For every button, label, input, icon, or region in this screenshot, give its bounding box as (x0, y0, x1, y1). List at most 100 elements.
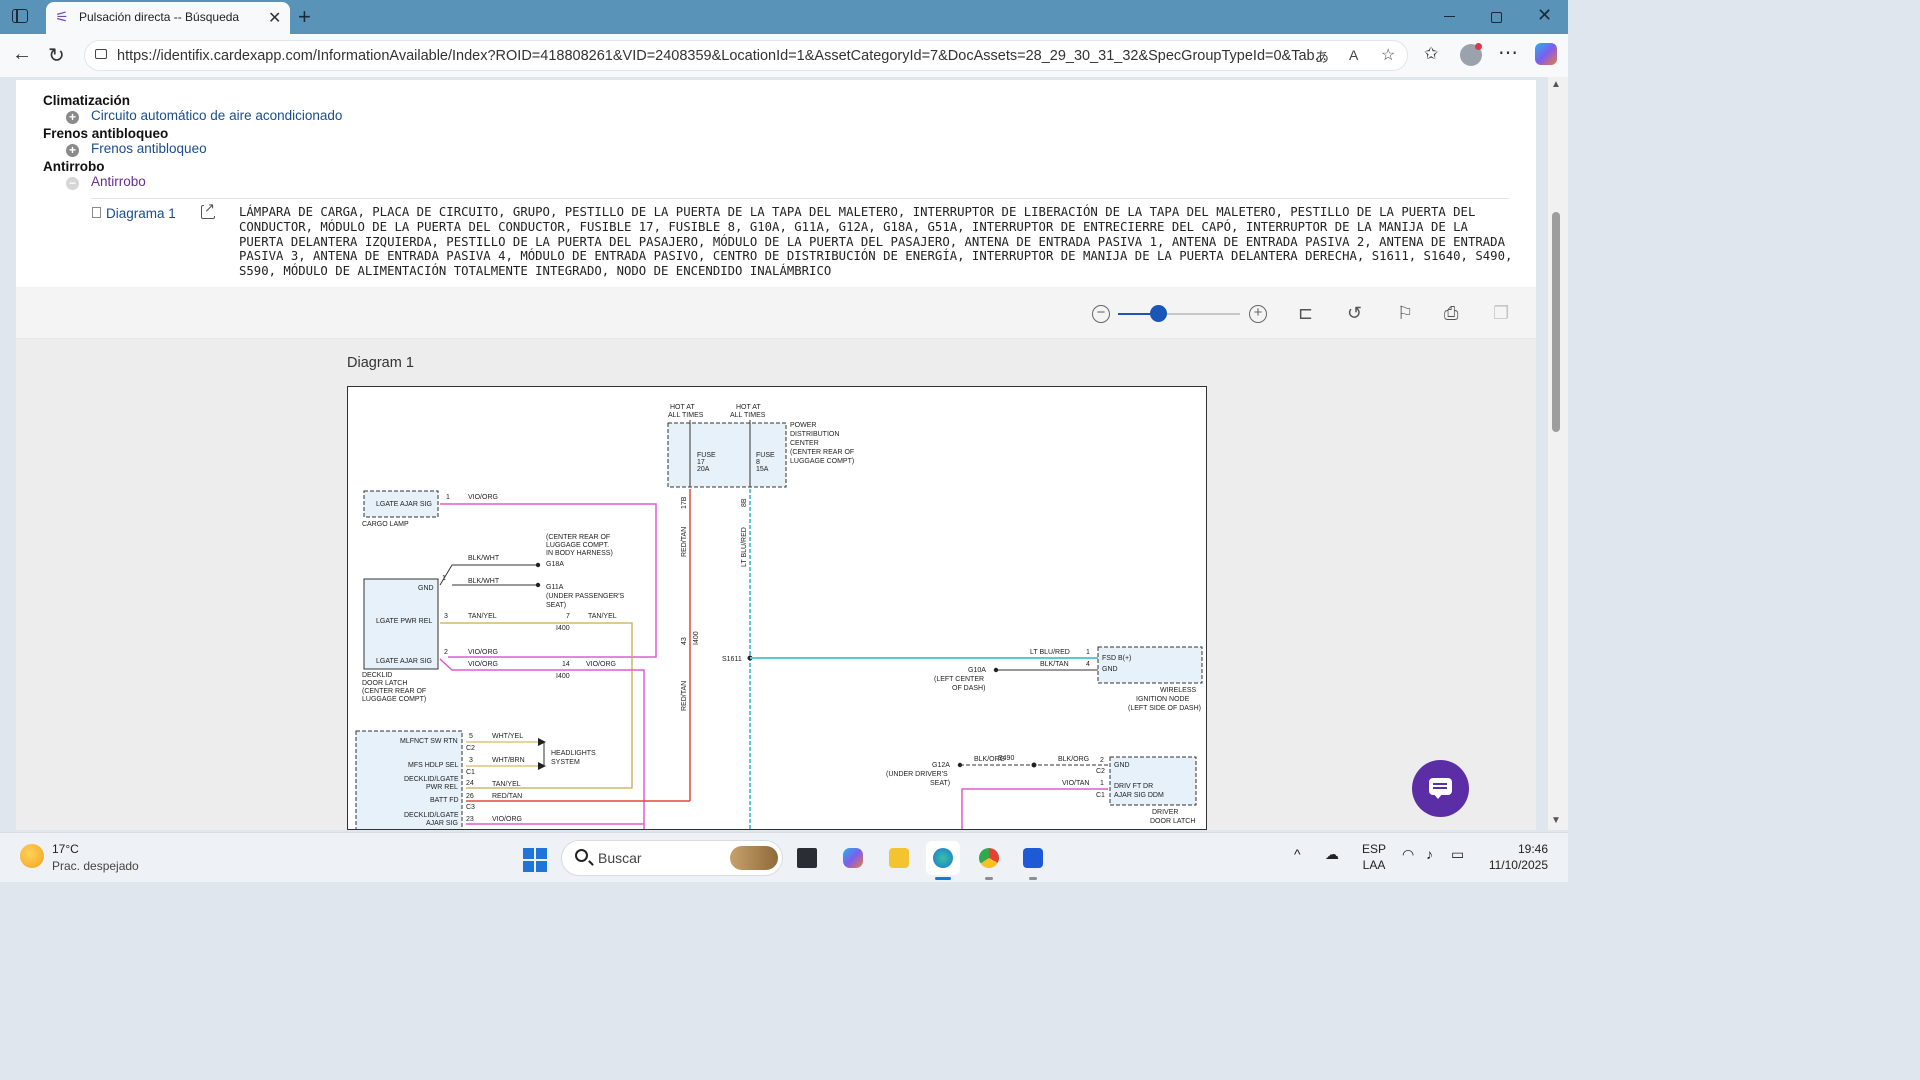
wire-label: LT BLU/RED (741, 527, 748, 567)
url-text[interactable]: https://identifix.cardexapp.com/Informat… (117, 48, 1327, 64)
diagram-title: Diagram 1 (347, 355, 414, 371)
wifi-icon[interactable]: ◠ (1402, 846, 1415, 862)
viewer-toolbar: − + ⊏ ↺ ⚐ ⎙ ❐ (16, 287, 1536, 339)
wire-label: RED/TAN (492, 793, 522, 800)
site-info-icon[interactable] (95, 49, 107, 59)
driver-latch-box (1109, 756, 1197, 806)
cloud-offline-icon[interactable]: ☁ (1325, 846, 1339, 862)
wire-label: RED/TAN (681, 681, 688, 711)
print-icon[interactable]: ⎙ (1444, 303, 1459, 323)
close-tab-icon[interactable]: ✕ (268, 10, 282, 27)
show-hidden-icons[interactable]: ^ (1294, 846, 1301, 862)
back-icon[interactable]: ← (12, 43, 32, 65)
zoom-slider-thumb[interactable] (1150, 305, 1168, 322)
weather-desc[interactable]: Prac. despejado (52, 859, 139, 873)
expand-icon[interactable]: + (66, 144, 79, 157)
open-external-icon[interactable] (201, 200, 215, 219)
scroll-down-icon[interactable]: ▼ (1551, 815, 1561, 826)
expand-icon[interactable]: + (66, 111, 79, 124)
ground-note: G18A (546, 561, 564, 568)
maximize-icon[interactable] (1491, 12, 1502, 23)
copilot-icon[interactable] (1535, 43, 1557, 65)
tab-active[interactable]: ⚟ Pulsación directa -- Búsqueda ✕ (46, 2, 290, 34)
lang-primary: ESP (1362, 842, 1387, 856)
fuse-label: FUSE (756, 452, 775, 459)
component-label: AJAR SIG (426, 820, 458, 827)
category-antirrobo: Antirrobo (43, 159, 105, 174)
pin-label: 1 (1086, 649, 1090, 656)
read-aloud-icon[interactable]: A (1349, 47, 1359, 63)
battery-icon[interactable]: ▭ (1451, 846, 1465, 862)
copilot-app-icon[interactable] (836, 841, 870, 875)
ground-note: G11A (546, 584, 564, 591)
pin-label: 23 (466, 816, 474, 823)
pin-label: 3 (469, 757, 473, 764)
wire-label: VIO/ORG (468, 649, 498, 656)
connector-label: I400 (556, 673, 570, 680)
scrollbar-thumb[interactable] (1552, 212, 1560, 432)
favorites-icon[interactable]: ✩ (1424, 44, 1439, 63)
collapse-icon[interactable]: − (66, 177, 79, 190)
chat-icon (1433, 783, 1447, 789)
system-clock[interactable]: 19:46 11/10/2025 (1484, 841, 1548, 873)
rotate-icon[interactable]: ↺ (1347, 303, 1363, 323)
running-indicator (1029, 877, 1037, 880)
ground-note: (UNDER DRIVER'S (886, 771, 948, 778)
ground-note: G10A (968, 667, 986, 674)
component-label: MLFNCT SW RTN (400, 738, 458, 745)
app-icon[interactable] (1016, 841, 1050, 875)
minimize-icon[interactable] (1444, 16, 1455, 18)
refresh-icon[interactable]: ↻ (48, 45, 65, 67)
more-icon[interactable]: ⋯ (1498, 42, 1518, 64)
component-label: DECKLID/LGATE (404, 812, 459, 819)
hot-label: ALL TIMES (668, 412, 704, 419)
fuse-number: 17 (697, 459, 705, 466)
zoom-in-icon[interactable]: + (1249, 305, 1267, 323)
tab-title: Pulsación directa -- Búsqueda (79, 10, 240, 24)
link-antirrobo[interactable]: Antirrobo (91, 174, 146, 189)
chrome-icon[interactable] (972, 841, 1006, 875)
diagram-viewer: − + ⊏ ↺ ⚐ ⎙ ❐ Diagram 1 HOT AT ALL TIMES… (16, 287, 1536, 830)
tan-yel-wire (440, 622, 633, 789)
favorite-star-icon[interactable]: ☆ (1381, 47, 1396, 64)
pdc-label: CENTER (790, 440, 819, 447)
link-aire-acondicionado[interactable]: Circuito automático de aire acondicionad… (91, 108, 343, 123)
wireless-node-box (1097, 646, 1203, 684)
zoom-out-icon[interactable]: − (1092, 305, 1110, 323)
link-frenos[interactable]: Frenos antibloqueo (91, 141, 207, 156)
component-label: GND (1102, 666, 1118, 673)
zoom-slider[interactable] (1118, 313, 1240, 315)
page-scrollbar[interactable] (1548, 77, 1568, 830)
wire-label: TAN/YEL (468, 613, 497, 620)
start-icon[interactable] (523, 848, 547, 872)
translate-icon[interactable]: あ (1315, 49, 1329, 65)
pin-label: 5 (469, 733, 473, 740)
notification-dot (1475, 43, 1482, 50)
category-climatizacion: Climatización (43, 93, 131, 108)
link-diagrama-1[interactable]: Diagrama 1 (106, 206, 176, 221)
component-label: LGATE AJAR SIG (376, 658, 432, 665)
scroll-up-icon[interactable]: ▲ (1551, 79, 1561, 90)
volume-icon[interactable]: ♪ (1426, 846, 1433, 862)
pdc-label: POWER (790, 422, 816, 429)
taskbar-search[interactable]: Buscar (561, 840, 783, 876)
wire-label: VIO/TAN (1062, 780, 1089, 787)
edge-icon[interactable] (926, 841, 960, 875)
tab-actions-icon[interactable] (12, 9, 28, 23)
wiring-diagram[interactable]: HOT AT ALL TIMES HOT AT ALL TIMES FUSE 1… (347, 386, 1207, 830)
weather-icon[interactable] (20, 844, 44, 868)
file-explorer-icon[interactable] (882, 841, 916, 875)
fit-icon[interactable]: ⊏ (1298, 303, 1314, 323)
input-language[interactable]: ESP LAA (1362, 841, 1386, 873)
new-tab-button[interactable]: + (298, 4, 311, 29)
weather-temp[interactable]: 17°C (52, 842, 79, 856)
url-field[interactable]: https://identifix.cardexapp.com/Informat… (84, 40, 1408, 71)
pin-label: 14 (562, 661, 570, 668)
splice-label: S490 (998, 755, 1014, 762)
wire-label: BLK/ORG (1058, 756, 1089, 763)
bookmark-icon[interactable]: ⚐ (1397, 303, 1414, 323)
divider (91, 198, 1509, 199)
ground-note: SEAT) (930, 780, 950, 787)
task-view-icon[interactable] (790, 841, 824, 875)
close-window-icon[interactable]: ✕ (1537, 5, 1553, 25)
